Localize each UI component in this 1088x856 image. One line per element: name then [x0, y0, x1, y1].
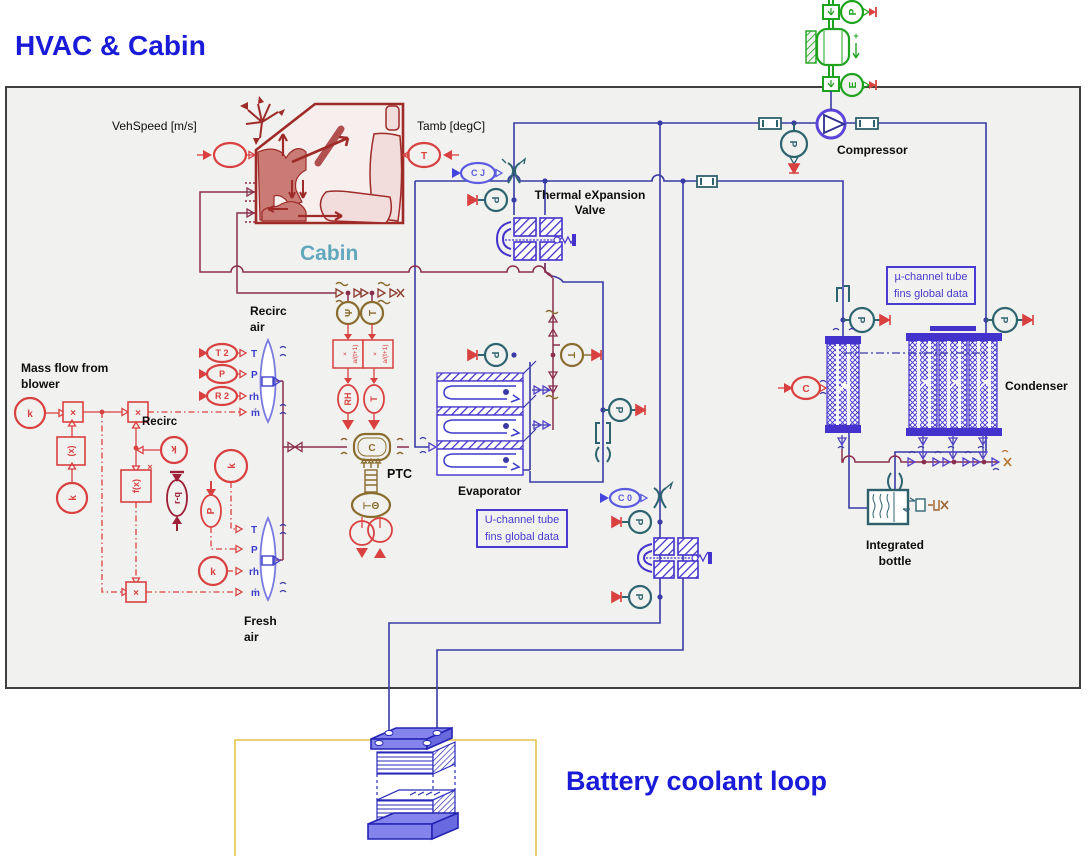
pressure-temperature-sensors[interactable]: C J P P T P C 0 P — [452, 123, 1034, 610]
svg-text:C: C — [802, 384, 809, 395]
svg-text:T: T — [251, 525, 257, 536]
svg-text:P: P — [633, 594, 644, 601]
cabin-air-sensors[interactable]: Ψ T × a/(t+1) × a/(t+1) RH T — [332, 300, 394, 430]
svg-text:C J: C J — [471, 168, 485, 178]
txv-label-1: Thermal eXpansion — [534, 188, 646, 202]
svg-text:R 2: R 2 — [215, 391, 229, 401]
pipe-elements[interactable] — [696, 117, 879, 188]
svg-text:×: × — [135, 408, 141, 419]
svg-text:Ψ: Ψ — [344, 309, 355, 317]
mass-flow-label-2: blower — [21, 377, 60, 391]
svg-text:(x): (x) — [66, 445, 76, 456]
svg-text:rh: rh — [249, 567, 259, 578]
svg-text:f(x): f(x) — [131, 479, 141, 493]
svg-text:T: T — [368, 310, 379, 316]
svg-text:k: k — [68, 495, 79, 501]
evaporator-label: Evaporator — [458, 484, 522, 498]
page-title: HVAC & Cabin — [15, 30, 206, 61]
svg-text:×: × — [133, 588, 139, 599]
svg-text:C 0: C 0 — [618, 493, 632, 503]
mu-channel-line-2: fins global data — [894, 287, 968, 300]
svg-text:P: P — [848, 8, 859, 15]
svg-text:P: P — [251, 545, 258, 556]
integrated-bottle[interactable] — [866, 472, 949, 526]
svg-text:k: k — [227, 463, 238, 469]
cabin-label: Cabin — [300, 242, 359, 265]
svg-text:E: E — [848, 81, 859, 88]
condenser-component[interactable] — [819, 326, 1002, 436]
vehspeed-label: VehSpeed [m/s] — [112, 119, 197, 133]
svg-text:rh: rh — [249, 392, 259, 403]
svg-text:P: P — [998, 317, 1009, 324]
fresh-air-mixer[interactable]: T P rh ṁ — [249, 515, 287, 603]
bottle-label-2: bottle — [878, 554, 912, 568]
recirc-label: Recirc — [142, 416, 178, 428]
svg-text:r-q: r-q — [172, 492, 182, 504]
svg-text:P: P — [219, 369, 225, 379]
svg-text:k: k — [171, 443, 177, 454]
svg-text:P: P — [613, 407, 624, 414]
svg-text:k: k — [27, 409, 33, 420]
ptc-label: PTC — [387, 467, 412, 481]
svg-text:P: P — [633, 519, 644, 526]
svg-text:a/(t+1): a/(t+1) — [352, 345, 359, 364]
svg-text:ṁ: ṁ — [251, 408, 260, 419]
tamb-source[interactable]: T — [401, 141, 459, 169]
battery-loop-title: Battery coolant loop — [566, 766, 828, 796]
blower-signal-network[interactable]: k × × (x) k k f(x) × × r-q — [13, 342, 249, 603]
svg-text:k: k — [210, 567, 216, 578]
svg-text:P: P — [787, 141, 798, 148]
svg-text:C: C — [368, 443, 375, 454]
bottle-label-1: Integrated — [865, 538, 924, 552]
recirc-air-label-2: air — [250, 320, 265, 334]
mu-channel-line-1: µ-channel tube — [894, 271, 968, 283]
tamb-label: Tamb [degC] — [417, 119, 486, 133]
svg-text:T: T — [565, 352, 576, 358]
mu-channel-databox[interactable]: µ-channel tube fins global data — [886, 266, 976, 305]
mass-flow-label-1: Mass flow from — [21, 361, 109, 375]
txv-label-2: Valve — [574, 203, 606, 217]
cabin-component[interactable] — [240, 96, 405, 225]
svg-text:ṁ: ṁ — [251, 588, 260, 599]
condenser-air-source[interactable]: C — [778, 375, 828, 401]
svg-text:a/(t+1): a/(t+1) — [382, 345, 389, 364]
motor-shaft-assembly[interactable]: P + E — [805, 0, 877, 110]
compressor-label: Compressor — [837, 143, 908, 157]
svg-text:×: × — [147, 462, 152, 472]
svg-text:+: + — [853, 31, 858, 41]
condenser-label: Condenser — [1005, 379, 1068, 393]
recirc-air-sources[interactable]: T 2 P R 2 — [199, 342, 248, 407]
svg-text:T: T — [369, 396, 379, 402]
svg-text:⊢Θ: ⊢Θ — [363, 501, 380, 512]
svg-text:RH: RH — [343, 393, 353, 406]
svg-text:T: T — [421, 151, 427, 162]
thermal-chain-icons — [245, 182, 1012, 471]
svg-text:P: P — [855, 317, 866, 324]
u-channel-line-1: U-channel tube — [484, 514, 560, 526]
svg-text:×: × — [70, 408, 76, 419]
recirc-air-label-1: Recirc — [250, 304, 287, 318]
thermal-expansion-valve[interactable] — [495, 217, 576, 261]
ptc-heater[interactable]: C ⊢Θ — [287, 432, 404, 558]
svg-text:×: × — [372, 352, 379, 356]
vehspeed-source[interactable] — [197, 141, 257, 169]
cabin-vent-spray-icon — [240, 96, 285, 145]
svg-text:P: P — [206, 507, 217, 514]
u-channel-databox[interactable]: U-channel tube fins global data — [476, 509, 568, 548]
svg-text:P: P — [251, 370, 258, 381]
fresh-air-label-1: Fresh — [244, 614, 277, 628]
svg-text:×: × — [342, 352, 349, 356]
battery-chiller[interactable] — [367, 726, 459, 841]
svg-text:T: T — [251, 349, 257, 360]
evaporator-component[interactable] — [436, 372, 524, 476]
refrigerant-lines — [388, 120, 989, 731]
recirc-air-mixer[interactable]: T P rh ṁ — [249, 337, 287, 425]
svg-text:T 2: T 2 — [215, 348, 228, 358]
svg-text:P: P — [489, 352, 500, 359]
u-channel-line-2: fins global data — [485, 530, 559, 543]
chiller-expansion-valve[interactable] — [636, 537, 712, 579]
fresh-air-label-2: air — [244, 630, 259, 644]
svg-text:P: P — [489, 197, 500, 204]
compressor-component[interactable] — [815, 108, 847, 140]
